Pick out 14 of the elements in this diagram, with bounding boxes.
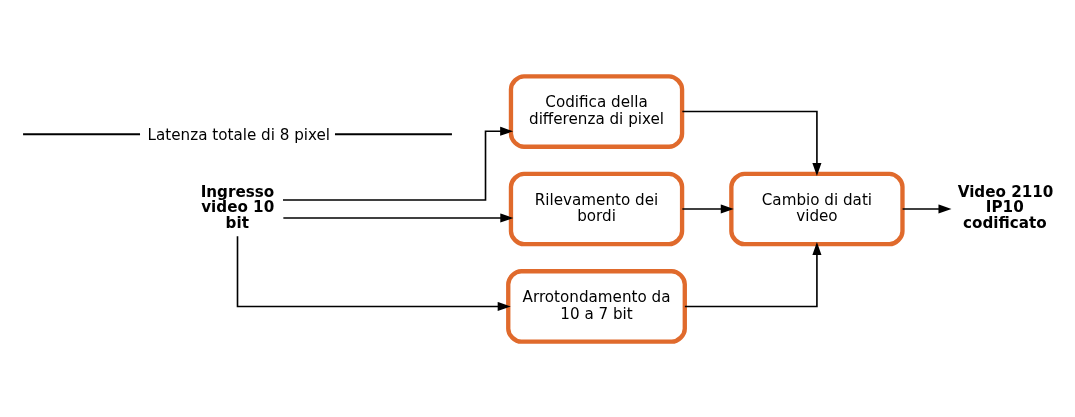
- arrow: [681, 110, 822, 176]
- arrow: [681, 203, 734, 214]
- node-box: Rilevamento dei bordi: [508, 171, 685, 246]
- arrow: [684, 241, 822, 307]
- node-box: Cambio di dati video: [729, 171, 905, 246]
- arrow: [901, 203, 952, 214]
- arrow: [236, 234, 511, 311]
- node-text: Video 2110 IP10 codificato: [957, 182, 1054, 232]
- node-box: Codifica della differenza di pixel: [508, 73, 685, 149]
- arrow: [282, 212, 514, 223]
- arrow: [282, 126, 514, 201]
- node-text: Ingresso video 10 bit: [200, 182, 275, 232]
- label: Latenza totale di 8 pixel: [147, 125, 331, 144]
- node-box: Arrotondamento da 10 a 7 bit: [506, 268, 687, 344]
